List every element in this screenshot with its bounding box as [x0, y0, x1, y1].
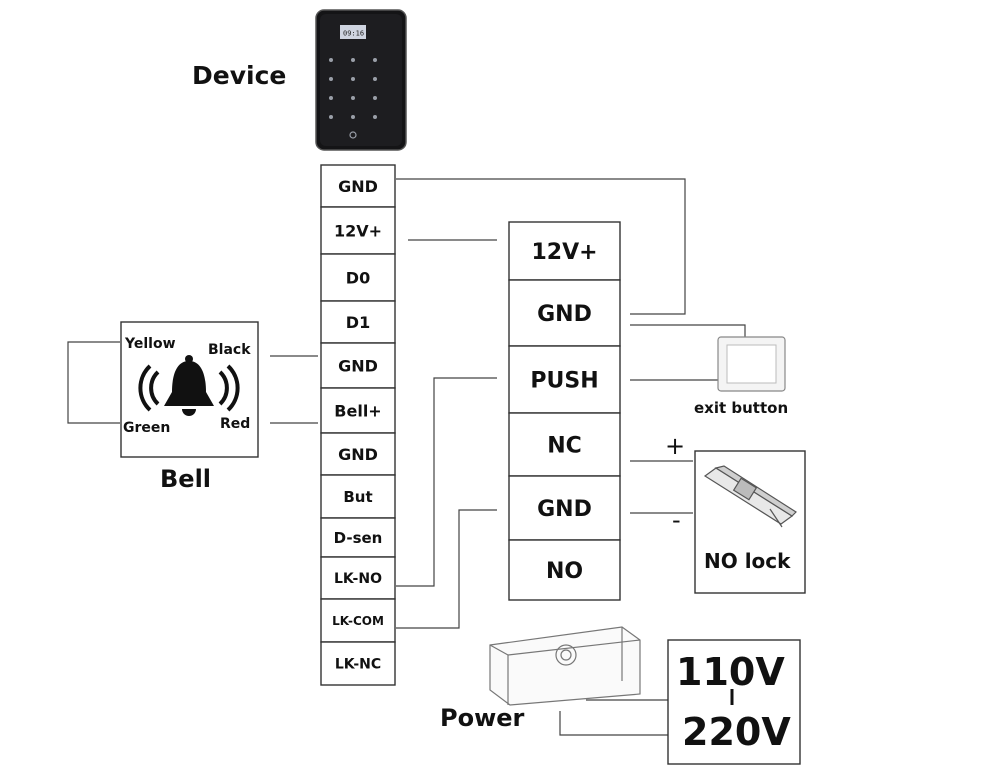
bell-wire-green: Green: [123, 420, 170, 436]
controller-terminal-d0-2: D0: [320, 253, 396, 302]
power-terminal-cell: [508, 412, 621, 477]
lock-minus-sign: -: [672, 506, 681, 534]
controller-terminal-label: Bell+: [334, 401, 381, 420]
lock-label: NO lock: [704, 549, 791, 573]
lock-icon: [703, 465, 797, 528]
power-terminal-label: 12V+: [531, 240, 597, 265]
power-terminal-12v-0: 12V+: [508, 221, 621, 281]
bell-wire-yellow: Yellow: [124, 336, 176, 352]
keypad-device: 09:16: [315, 9, 407, 151]
device-screen: [340, 25, 366, 39]
power-terminal-label: PUSH: [530, 368, 598, 393]
controller-terminal-label: GND: [338, 177, 378, 196]
lock-unit: + - NO lock: [665, 432, 806, 594]
controller-terminal-cell: [320, 253, 396, 302]
controller-terminal-cell: [320, 474, 396, 519]
controller-terminal-label: LK-NC: [335, 657, 381, 673]
power-terminal-cell: [508, 539, 621, 601]
bell-label: Bell: [160, 465, 211, 493]
controller-terminal-label: 12V+: [334, 221, 382, 240]
wire-power-bottom: [559, 711, 668, 736]
power-terminal-cell: [508, 345, 621, 414]
controller-terminal-gnd-6: GND: [320, 432, 396, 476]
controller-terminal-lk-com-10: LK-COM: [320, 598, 396, 643]
controller-terminal-label: D0: [346, 268, 370, 287]
power-unit: Power 110V 220V: [440, 626, 801, 765]
power-terminal-label: NO: [546, 559, 583, 584]
controller-terminal-label: LK-COM: [332, 614, 384, 628]
wires: [67, 178, 746, 736]
keypad-buttons: [329, 58, 377, 139]
voltage-110v: 110V: [676, 650, 785, 694]
wire-bell-loop: [67, 341, 120, 424]
power-terminal-cell: [508, 279, 621, 347]
power-terminal-label: NC: [547, 433, 582, 458]
controller-terminal-gnd-0: GND: [320, 164, 396, 208]
wire-gnd-lkcom: [396, 509, 497, 629]
voltage-220v: 220V: [682, 710, 791, 754]
power-terminal-label: GND: [537, 497, 592, 522]
controller-terminal-strip: GND12V+D0D1GNDBell+GNDButD-senLK-NOLK-CO…: [320, 164, 396, 686]
controller-terminal-cell: [320, 342, 396, 389]
bell-wire-black: Black: [208, 342, 251, 358]
device-label: Device: [192, 61, 286, 90]
controller-terminal-label: GND: [338, 445, 378, 464]
controller-terminal-12v-1: 12V+: [320, 206, 396, 255]
device-screen-text: 09:16: [343, 30, 364, 38]
controller-terminal-bell-5: Bell+: [320, 387, 396, 434]
controller-terminal-label: But: [343, 488, 372, 506]
bell-wire-red: Red: [220, 416, 250, 432]
controller-terminal-cell: [320, 641, 396, 686]
controller-terminal-lk-nc-11: LK-NC: [320, 641, 396, 686]
controller-terminal-but-7: But: [320, 474, 396, 519]
power-terminal-no-5: NO: [508, 539, 621, 601]
lock-plus-sign: +: [665, 432, 685, 460]
controller-terminal-cell: [320, 206, 396, 255]
controller-terminal-label: D-sen: [334, 529, 383, 547]
controller-terminal-cell: [320, 432, 396, 476]
wire-push-lkno: [396, 377, 497, 587]
power-terminal-gnd-4: GND: [508, 475, 621, 541]
exit-button-label: exit button: [694, 399, 788, 417]
power-terminal-block: 12V+ GND PUSH NC GND NO: [508, 221, 621, 601]
controller-terminal-cell: [320, 598, 396, 643]
controller-terminal-label: GND: [338, 356, 378, 375]
power-terminal-cell: [508, 221, 621, 281]
power-label: Power: [440, 704, 525, 732]
power-terminal-push-2: PUSH: [508, 345, 621, 414]
controller-terminal-cell: [320, 164, 396, 208]
controller-terminal-label: D1: [346, 313, 370, 332]
power-terminal-nc-3: NC: [508, 412, 621, 477]
bell-icon: [138, 355, 240, 416]
power-terminal-gnd-1: GND: [508, 279, 621, 347]
power-supply-icon: [489, 626, 641, 706]
controller-terminal-cell: [320, 556, 396, 600]
controller-terminal-cell: [320, 517, 396, 558]
exit-button-unit: exit button: [694, 336, 788, 417]
wire-gnd-exit: [630, 324, 746, 338]
controller-terminal-lk-no-9: LK-NO: [320, 556, 396, 600]
controller-terminal-label: LK-NO: [334, 571, 382, 587]
wire-gnd-top: [396, 178, 686, 315]
controller-terminal-d1-3: D1: [320, 300, 396, 344]
power-terminal-label: GND: [537, 302, 592, 327]
controller-terminal-gnd-4: GND: [320, 342, 396, 389]
controller-terminal-d-sen-8: D-sen: [320, 517, 396, 558]
power-terminal-cell: [508, 475, 621, 541]
bell-unit: Yellow Black Green Red Bell: [120, 321, 259, 493]
